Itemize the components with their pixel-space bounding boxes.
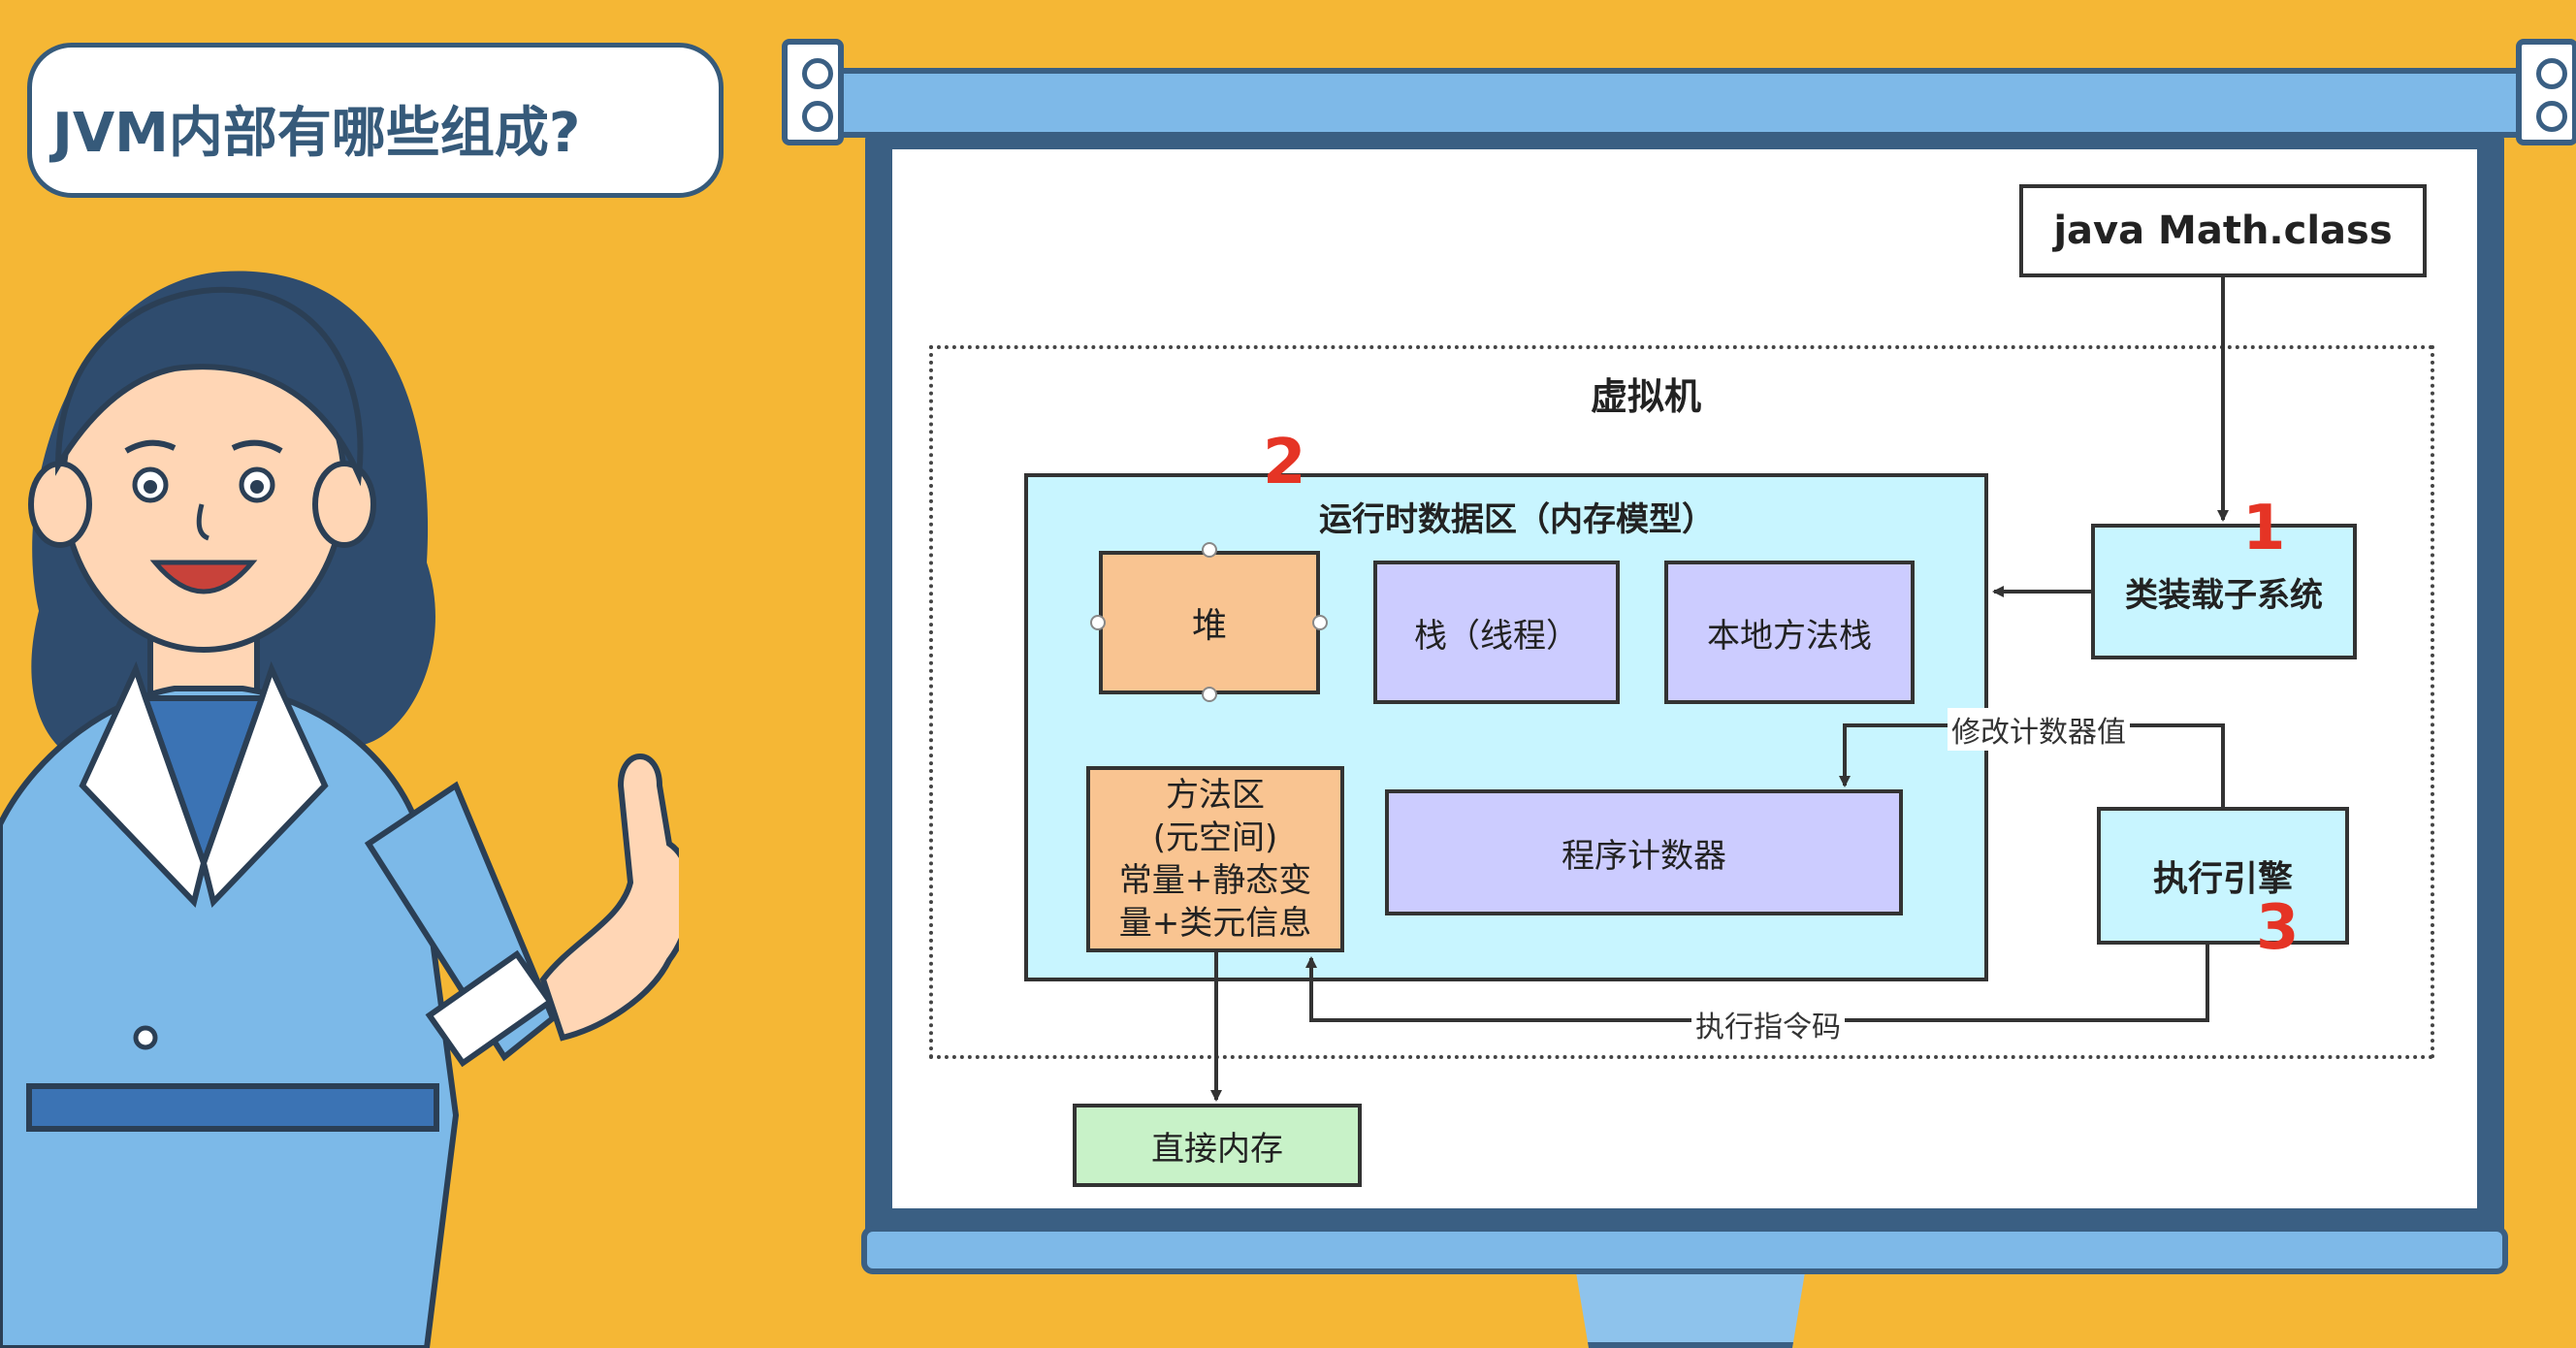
method-area-node: 方法区 (元空间) 常量+静态变 量+类元信息 xyxy=(1086,766,1344,952)
stack-node: 栈（线程） xyxy=(1373,561,1620,704)
heap-handle-right xyxy=(1312,615,1328,630)
button-dot xyxy=(133,1025,158,1050)
source-class-node: java Math.class xyxy=(2019,184,2427,277)
marker-1: 1 xyxy=(2242,493,2286,564)
heap-handle-left xyxy=(1090,615,1106,630)
edge-label-exec-instruction: 执行指令码 xyxy=(1691,1003,1845,1045)
vm-label: 虚拟机 xyxy=(1591,375,1702,418)
collar-shape xyxy=(79,660,208,908)
method-area-line: (元空间) xyxy=(1152,818,1278,857)
method-area-line: 方法区 xyxy=(1166,776,1265,815)
heap-handle-bottom xyxy=(1202,687,1217,702)
execution-engine-node: 执行引擎 xyxy=(2097,807,2349,945)
program-counter-node: 程序计数器 xyxy=(1385,789,1903,915)
marker-2: 2 xyxy=(1263,427,1306,498)
native-method-stack-node: 本地方法栈 xyxy=(1664,561,1915,704)
presenter-illustration xyxy=(0,271,679,1348)
vm-boundary xyxy=(929,345,2434,1059)
hair-front-shape xyxy=(54,286,364,487)
runtime-data-area-label: 运行时数据区（内存模型） xyxy=(1319,500,1715,539)
screen-bottom-bar xyxy=(861,1226,2508,1274)
collar-shape-right xyxy=(200,660,329,908)
ear-right xyxy=(312,461,376,548)
bubble-question: JVM内部有哪些组成? xyxy=(52,102,581,165)
belt-shape xyxy=(26,1083,439,1132)
screen-clip-left xyxy=(782,39,844,145)
method-area-line: 常量+静态变 xyxy=(1118,861,1312,900)
mouth-shape xyxy=(149,560,258,594)
marker-3: 3 xyxy=(2256,892,2300,964)
heap-handle-top xyxy=(1202,542,1217,558)
jacket-shape xyxy=(0,686,460,1348)
direct-memory-node: 直接内存 xyxy=(1073,1104,1362,1187)
method-area-line: 量+类元信息 xyxy=(1118,904,1312,943)
classloader-node: 类装载子系统 xyxy=(2091,524,2357,659)
edge-label-modify-pc: 修改计数器值 xyxy=(1948,708,2130,751)
screen-top-bar xyxy=(815,68,2551,138)
cuff-shape xyxy=(425,949,555,1068)
speech-bubble xyxy=(27,43,724,198)
hand-shape xyxy=(539,754,679,1042)
screen-clip-right xyxy=(2516,39,2576,145)
